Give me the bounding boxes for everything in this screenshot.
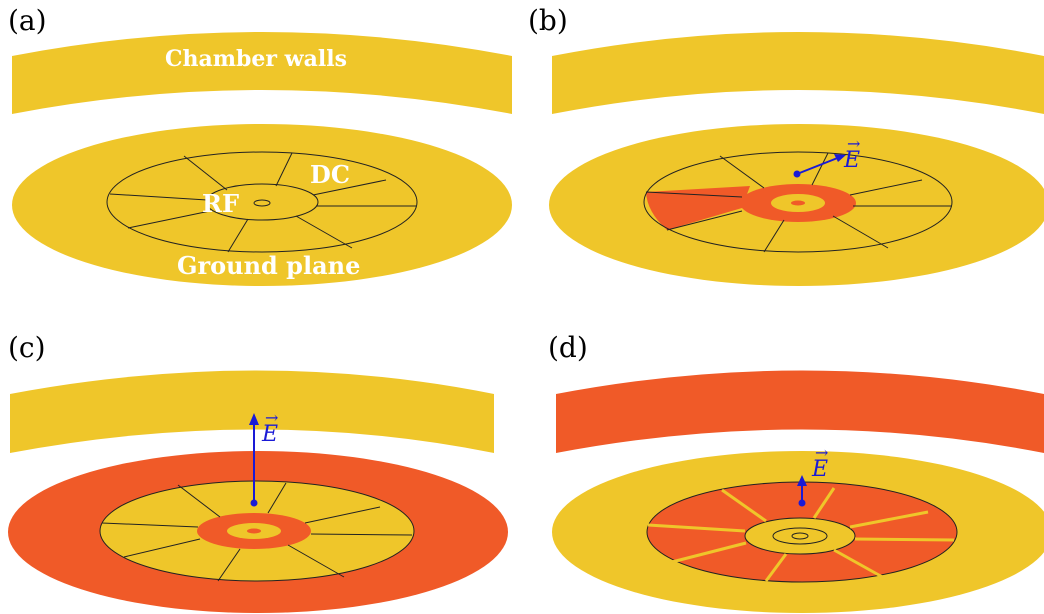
- center-electrode: [247, 528, 261, 534]
- dc-label: DC: [310, 160, 350, 189]
- panel-c: (c) →E: [0, 307, 522, 614]
- panel-d-drawing: [552, 370, 1044, 613]
- panel-label-a: (a): [8, 4, 47, 37]
- electrode-gaps: [647, 487, 955, 582]
- chamber-wall: [556, 370, 1044, 453]
- field-label-d: →E: [812, 443, 829, 482]
- chamber-wall: [10, 370, 494, 453]
- vector-arrow-icon: →: [265, 408, 279, 427]
- rf-electrode: [744, 517, 856, 555]
- trap-electrodes: [643, 151, 953, 253]
- rf-label: RF: [202, 189, 239, 218]
- ground-plane-label: Ground plane: [177, 251, 361, 280]
- panel-b: (b) →E: [522, 0, 1044, 307]
- panel-label-c: (c): [8, 331, 46, 364]
- panel-d: (d) →E: [522, 307, 1044, 614]
- panel-b-drawing: [549, 32, 1044, 286]
- chamber-wall: [12, 32, 512, 114]
- chamber-wall: [552, 32, 1044, 114]
- ground-plane: [12, 124, 512, 286]
- electric-field-vector: [249, 413, 259, 507]
- energized-dc-electrode: [646, 186, 750, 230]
- inner-ring: [772, 527, 828, 545]
- panel-a: (a) Chamber walls DC RF Ground plane: [0, 0, 522, 307]
- chamber-walls-label: Chamber walls: [165, 46, 347, 72]
- electric-field-vector: [797, 475, 807, 507]
- trap-electrodes: [101, 482, 413, 582]
- panel-c-drawing: [8, 370, 508, 613]
- electric-field-vector: [793, 154, 846, 178]
- panel-a-drawing: [12, 32, 512, 286]
- field-label-b: →E: [844, 134, 861, 173]
- panel-label-b: (b): [528, 4, 568, 37]
- vector-arrow-icon: →: [847, 134, 861, 153]
- trap-electrodes: [106, 151, 418, 253]
- field-label-c: →E: [262, 408, 279, 447]
- center-electrode: [791, 532, 809, 540]
- panel-label-d: (d): [548, 331, 588, 364]
- vector-arrow-icon: →: [815, 443, 829, 462]
- center-electrode: [791, 200, 805, 206]
